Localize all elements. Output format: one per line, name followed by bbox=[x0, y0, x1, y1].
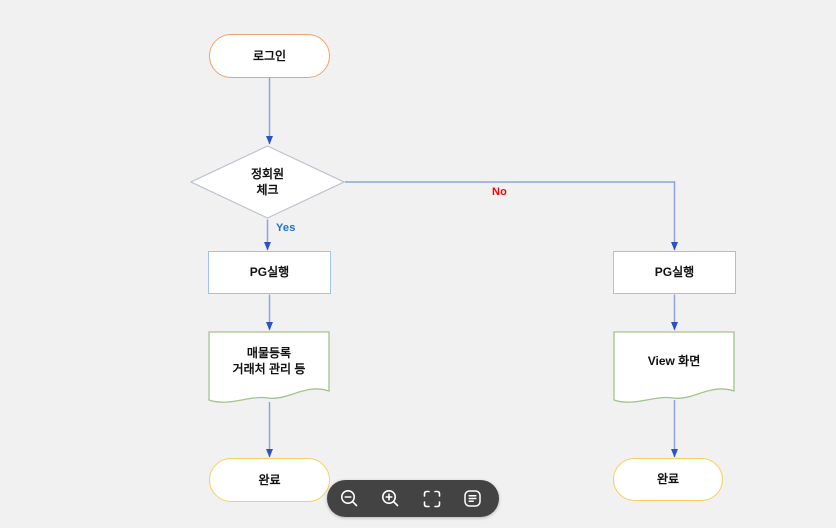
document-shape bbox=[613, 331, 735, 403]
zoom-out-icon bbox=[340, 489, 359, 508]
notes-icon bbox=[463, 489, 482, 508]
edge-decision-pg-right bbox=[345, 181, 678, 251]
node-done-left[interactable]: 완료 bbox=[209, 458, 330, 502]
node-doc-right-label: View 화면 bbox=[647, 353, 701, 368]
edge-label-no: No bbox=[492, 186, 508, 198]
node-decision-label-line1: 정회원 bbox=[250, 166, 285, 181]
document-shape bbox=[208, 331, 330, 403]
node-decision-label-line2: 체크 bbox=[256, 183, 279, 197]
node-doc-left-label-line1: 매물등록 bbox=[246, 345, 292, 360]
node-doc-right[interactable]: View 화면 bbox=[613, 331, 735, 405]
notes-button[interactable] bbox=[452, 480, 493, 517]
fit-to-screen-icon bbox=[423, 490, 441, 508]
node-pg-right-label: PG실행 bbox=[654, 265, 695, 280]
zoom-in-button[interactable] bbox=[370, 480, 411, 517]
node-pg-left-label: PG실행 bbox=[249, 265, 290, 280]
node-done-right[interactable]: 완료 bbox=[613, 458, 723, 501]
edge-label-yes: Yes bbox=[276, 222, 296, 234]
node-decision[interactable]: 정회원 체크 bbox=[190, 145, 345, 219]
node-doc-left[interactable]: 매물등록 거래처 관리 등 bbox=[208, 331, 330, 405]
node-done-right-label: 완료 bbox=[656, 472, 680, 487]
fit-to-screen-button[interactable] bbox=[411, 480, 452, 517]
viewer-toolbar bbox=[327, 480, 499, 517]
node-pg-right[interactable]: PG실행 bbox=[613, 251, 736, 294]
node-login[interactable]: 로그인 bbox=[209, 34, 330, 78]
zoom-out-button[interactable] bbox=[329, 480, 370, 517]
node-doc-left-label-line2: 거래처 관리 등 bbox=[232, 362, 306, 376]
node-pg-left[interactable]: PG실행 bbox=[208, 251, 331, 294]
node-login-label: 로그인 bbox=[252, 48, 287, 63]
zoom-in-icon bbox=[381, 489, 400, 508]
diamond-shape bbox=[190, 145, 345, 219]
node-done-left-label: 완료 bbox=[258, 472, 281, 487]
